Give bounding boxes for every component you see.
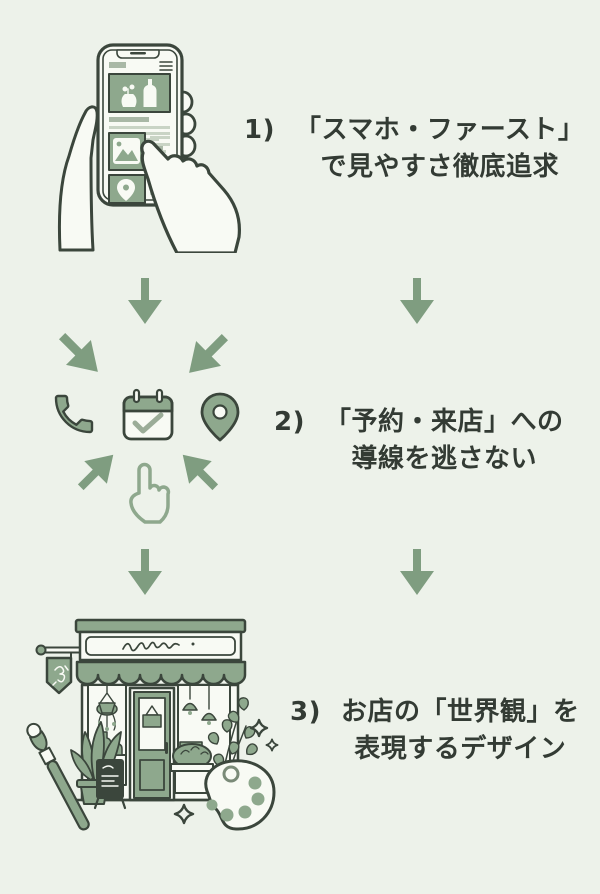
booking-icons-illustration [49,330,240,524]
step-1-line2: で見やすさ徹底追求 [320,152,559,182]
diagonal-arrow-icon [69,443,125,499]
tap-hand-icon [129,462,171,524]
pointing-hand [140,139,242,253]
hands-holding-smartphone-illustration [57,43,242,253]
hero-image [108,73,171,113]
bottle-glyph [143,79,157,107]
map-thumbnail [108,174,146,204]
storefront-illustration [26,618,279,831]
vase-glyph [121,94,137,107]
step-2-line2: 導線を逃さない [351,444,537,474]
sparkle-icon [265,738,279,752]
step-2: 2) 「予約・来店」への 導線を逃さない [274,404,564,478]
photo-thumbnail [108,132,146,171]
step-2-number: 2) [274,407,305,437]
palette-icon [204,759,276,831]
shop-sign-board [74,618,247,662]
phone-call-icon [54,394,94,434]
down-arrow-icon [400,549,434,595]
step-3: 3) お店の「世界観」を 表現するデザイン [290,694,580,768]
step-3-line1: お店の「世界観」を [340,697,580,727]
diagonal-arrow-icon [176,330,238,386]
step-3-number: 3) [290,697,321,727]
paintbrush-icon [26,722,90,831]
step-1-line1: 「スマホ・ファースト」 [294,115,585,145]
down-arrow-icon [400,278,434,324]
hamburger-menu-icon [159,61,173,71]
down-arrow-icon [128,278,162,324]
smartphone [96,43,184,207]
down-arrow-icon [128,549,162,595]
diagonal-arrow-icon [49,330,111,385]
map-pin-icon [200,392,240,442]
calendar-check-icon [122,388,174,441]
step-3-line2: 表現するデザイン [354,734,567,764]
step-1: 1) 「スマホ・ファースト」 で見やすさ徹底追求 [244,112,584,186]
step-2-line1: 「予約・来店」への [324,407,564,437]
shop-door [128,686,176,802]
hanging-sign [35,644,82,695]
cursive-signature [122,641,180,652]
screen-logo [109,62,126,68]
awning [75,660,247,686]
sparkle-icon [173,803,195,825]
left-hand [57,105,99,252]
chalkboard-sign [93,759,127,810]
diagonal-arrow-icon [171,443,227,499]
step-1-number: 1) [244,115,275,145]
